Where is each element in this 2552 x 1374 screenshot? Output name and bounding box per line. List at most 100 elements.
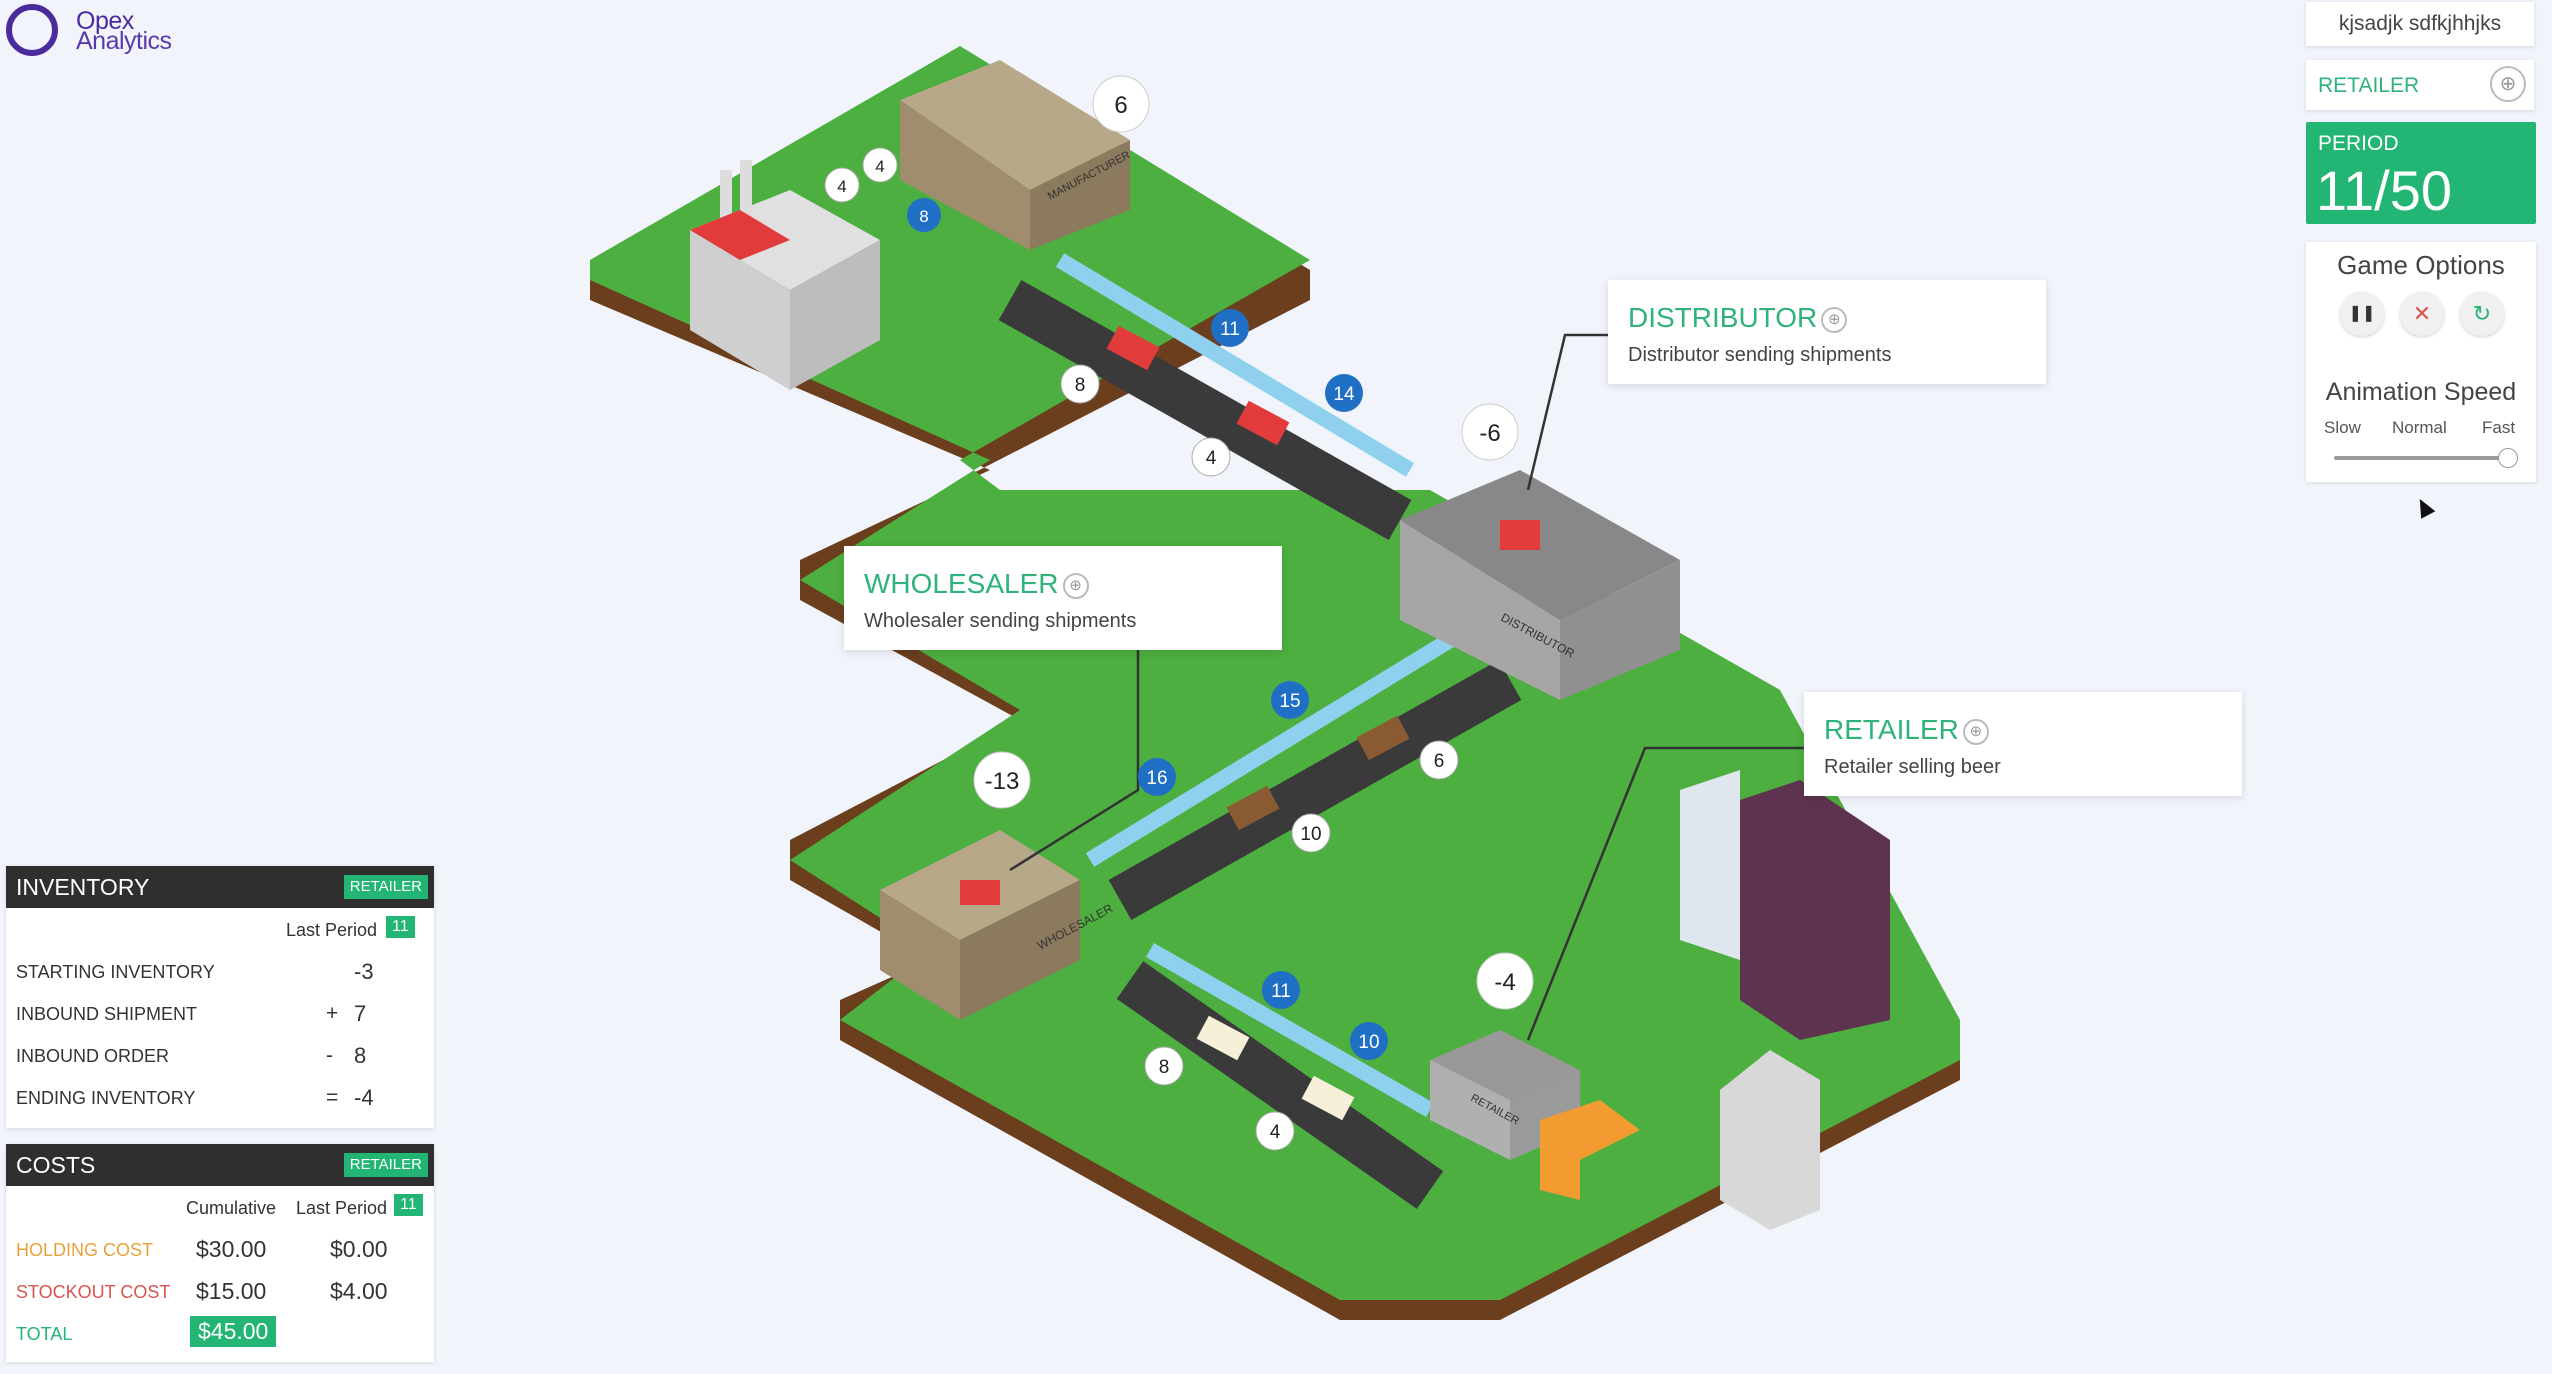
globe-icon: ⊕ [1821,306,1848,333]
retailer-callout[interactable]: RETAILER⊕ Retailer selling beer [1804,692,2242,796]
distributor-callout[interactable]: DISTRIBUTOR⊕ Distributor sending shipmen… [1608,280,2046,384]
inventory-title: INVENTORY [16,874,150,900]
stock-bubbles: 6 -6 -13 -4 [973,75,1534,1010]
blue-bubble: 14 [1325,374,1363,412]
retailer-callout-subtitle: Retailer selling beer [1824,756,2001,778]
costs-panel: COSTS RETAILER Cumulative Last Period 11… [6,1144,434,1362]
costs-role-badge: RETAILER [343,1153,428,1177]
total-label: TOTAL [16,1324,73,1344]
wholesaler-callout[interactable]: WHOLESALER⊕ Wholesaler sending shipments [844,546,1282,650]
factory-building [690,160,880,390]
row-value: 7 [354,1001,367,1026]
white-bubble: 4 [1191,437,1231,477]
svg-text:6: 6 [1114,92,1127,119]
pause-button[interactable]: ❚❚ [2340,292,2384,336]
retailer-stock-bubble: -4 [1476,952,1534,1010]
last-period-label: Last Period [286,920,378,940]
row-value: -4 [354,1085,374,1110]
costs-header: COSTS RETAILER [6,1144,434,1186]
blue-bubble: 11 [1262,971,1300,1009]
wholesaler-callout-subtitle: Wholesaler sending shipments [864,610,1137,632]
col-cumulative: Cumulative [186,1198,277,1218]
period-label: PERIOD [2318,132,2399,155]
stockout-cost-label: STOCKOUT COST [16,1282,171,1302]
globe-icon[interactable]: ⊕ [2490,66,2526,102]
inventory-last-period-row: Last Period 11 [6,908,434,950]
restart-button[interactable]: ↻ [2460,292,2504,336]
animation-speed-title: Animation Speed [2325,378,2517,406]
row-label: INBOUND SHIPMENT [16,1004,198,1024]
game-options-title: Game Options [2337,250,2505,280]
inventory-header: INVENTORY RETAILER [6,866,434,908]
logo-line2: Analytics [76,27,172,55]
stockout-last: $4.00 [330,1278,388,1304]
svg-text:4: 4 [875,157,884,176]
svg-text:16: 16 [1146,768,1167,789]
quit-button[interactable]: ✕ [2400,292,2444,336]
distributor-title-text: DISTRIBUTOR [1628,302,1818,333]
stockout-cost-row: STOCKOUT COST $15.00 $4.00 [6,1270,434,1312]
svg-text:10: 10 [1300,824,1321,845]
row-value: -3 [354,959,374,984]
restart-icon: ↻ [2472,301,2492,326]
globe-icon: ⊕ [1962,718,1989,745]
costs-column-headers: Cumulative Last Period 11 [6,1186,434,1228]
svg-text:-13: -13 [985,768,1020,795]
svg-text:6: 6 [1434,751,1445,772]
shipment-bubbles: 4 4 8 8 4 6 10 8 4 11 14 15 16 11 10 [824,147,1459,1151]
callout-lines [1009,333,1804,1041]
svg-text:11: 11 [1220,319,1240,340]
player-name: kjsadjk sdfkjhhjks [2306,2,2534,46]
supply-chain-map: MANUFACTURER DISTRIBUTOR WHOLESALER RETA… [590,46,1960,1320]
blue-bubble: 10 [1350,1022,1388,1060]
distributor-callout-subtitle: Distributor sending shipments [1628,344,1892,366]
logo-ring-icon [6,4,58,56]
row-label: ENDING INVENTORY [16,1088,196,1108]
white-bubble: 4 [1255,1111,1295,1151]
last-period-badge: 11 [394,1194,423,1216]
row-value: 8 [354,1043,367,1068]
wholesaler-stock-bubble: -13 [973,751,1031,809]
white-bubble: 10 [1291,813,1331,853]
slider-knob[interactable] [2498,448,2518,468]
svg-text:11: 11 [1271,981,1291,1002]
retailer-building: RETAILER [1430,1030,1640,1200]
row-op: = [326,1086,339,1109]
svg-text:15: 15 [1279,691,1300,712]
opex-logo: Opex Analytics [6,4,186,68]
blue-bubble: 15 [1271,681,1309,719]
svg-text:4: 4 [1206,448,1217,469]
row-label: INBOUND ORDER [16,1046,170,1066]
row-op: + [326,1002,339,1025]
holding-cumulative: $30.00 [196,1236,267,1262]
costs-title: COSTS [16,1152,96,1178]
total-cost-row: TOTAL $45.00 [6,1312,434,1354]
total-cumulative: $45.00 [190,1316,277,1347]
mouse-cursor-icon [2412,495,2436,519]
factory-small-bubble: 4 [862,147,898,183]
last-period-badge: 11 [386,916,415,938]
role-card[interactable]: RETAILER ⊕ [2306,60,2534,110]
period-value: 11/50 [2316,159,2452,222]
manufacturer-building: MANUFACTURER [900,60,1132,250]
role-label: RETAILER [2318,74,2420,97]
close-icon: ✕ [2412,301,2432,326]
svg-text:8: 8 [919,207,928,226]
blue-bubble: 16 [1138,758,1176,796]
blue-bubble: 11 [1211,309,1249,347]
svg-text:8: 8 [1159,1057,1170,1078]
holding-cost-row: HOLDING COST $30.00 $0.00 [6,1228,434,1270]
factory-small-bubble: 4 [824,167,860,203]
distributor-building: DISTRIBUTOR [1400,470,1680,700]
stockout-cumulative: $15.00 [196,1278,267,1304]
period-card: PERIOD 11/50 [2306,122,2536,224]
logo-line1: Opex [76,7,134,35]
svg-text:-4: -4 [1494,969,1515,996]
distributor-stock-bubble: -6 [1461,403,1519,461]
animation-speed-slider[interactable] [2334,448,2518,468]
game-options-panel: Game Options ❚❚ ✕ ↻ Animation Speed Slow… [2306,242,2536,482]
wholesaler-title-text: WHOLESALER [864,568,1059,599]
inventory-panel: INVENTORY RETAILER Last Period 11 STARTI… [6,866,434,1128]
pause-icon: ❚❚ [2348,305,2376,322]
factory-blue-bubble: 8 [907,198,941,232]
